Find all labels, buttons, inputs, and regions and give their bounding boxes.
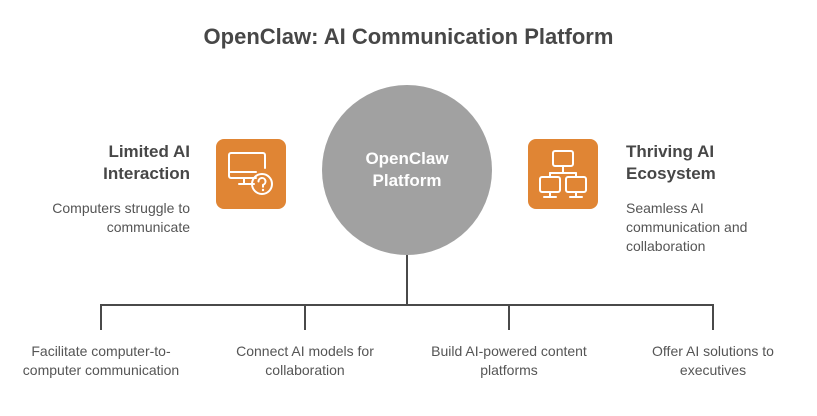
left-icon-box [216, 139, 286, 209]
left-title: Limited AI Interaction [103, 142, 190, 183]
center-node: OpenClaw Platform [322, 85, 492, 255]
right-title: Thriving AI Ecosystem [626, 142, 716, 183]
right-icon-box [528, 139, 598, 209]
left-description: Computers struggle to communicate [52, 200, 190, 235]
diagram-title: OpenClaw: AI Communication Platform [203, 24, 614, 49]
network-computers-icon [539, 150, 587, 198]
branch-item-1: Facilitate computer-to-computer communic… [22, 343, 180, 378]
branch-item-3: Build AI-powered content platforms [431, 343, 587, 378]
monitor-question-icon [228, 152, 273, 195]
branch-item-4: Offer AI solutions to executives [652, 343, 774, 378]
branch-item-2: Connect AI models for collaboration [236, 343, 374, 378]
center-node-label: OpenClaw Platform [365, 149, 449, 190]
right-description: Seamless AI communication and collaborat… [626, 200, 748, 254]
